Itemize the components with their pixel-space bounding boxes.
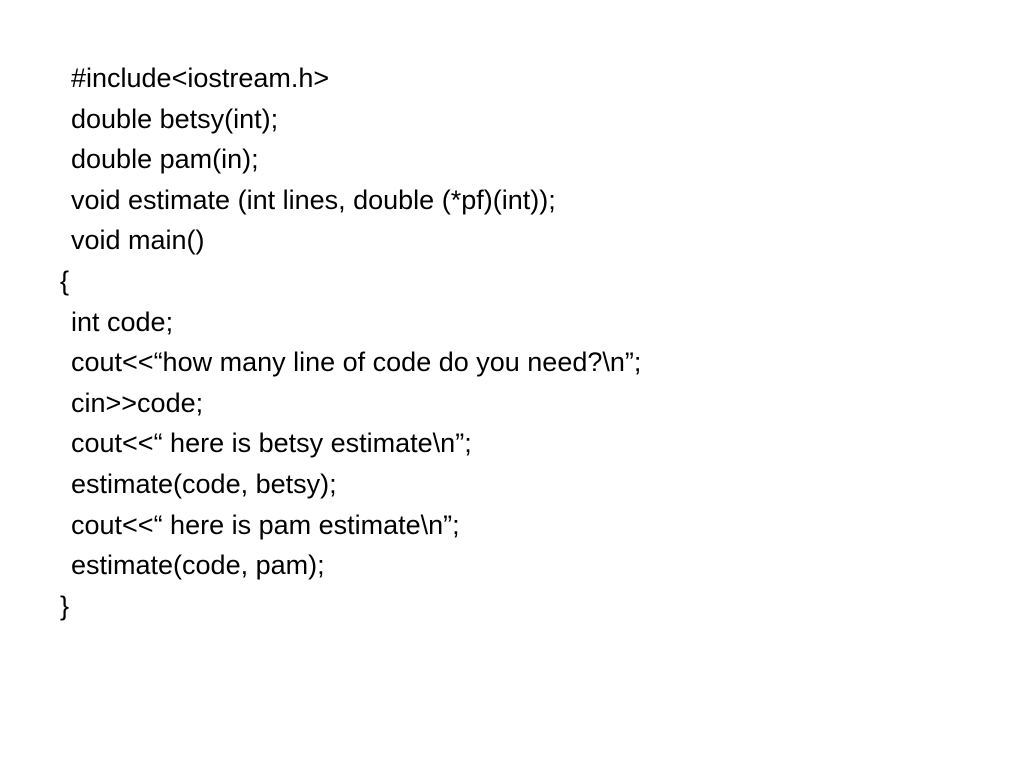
code-line-include: #include<iostream.h> — [71, 63, 330, 93]
code-line-estimate-decl: void estimate (int lines, double (*pf)(i… — [71, 184, 556, 215]
code-line-open-brace: { — [60, 265, 70, 296]
code-line-betsy-decl: double betsy(int); — [71, 103, 279, 134]
code-line-estimate-betsy: estimate(code, betsy); — [71, 468, 337, 499]
code-line-pam-decl: double pam(in); — [71, 144, 259, 175]
code-listing: #include<iostream.h> double betsy(int); … — [60, 58, 641, 626]
code-line-cout-prompt: cout<<“how many line of code do you need… — [71, 347, 642, 378]
code-line-cin: cin>>code; — [71, 387, 204, 418]
code-line-cout-pam: cout<<“ here is pam estimate\n”; — [71, 509, 460, 540]
code-line-close-brace: } — [60, 590, 70, 621]
code-line-int-code: int code; — [71, 306, 174, 337]
code-line-estimate-pam: estimate(code, pam); — [71, 550, 325, 581]
code-line-cout-betsy: cout<<“ here is betsy estimate\n”; — [71, 428, 472, 459]
code-line-main-signature: void main() — [71, 225, 205, 256]
